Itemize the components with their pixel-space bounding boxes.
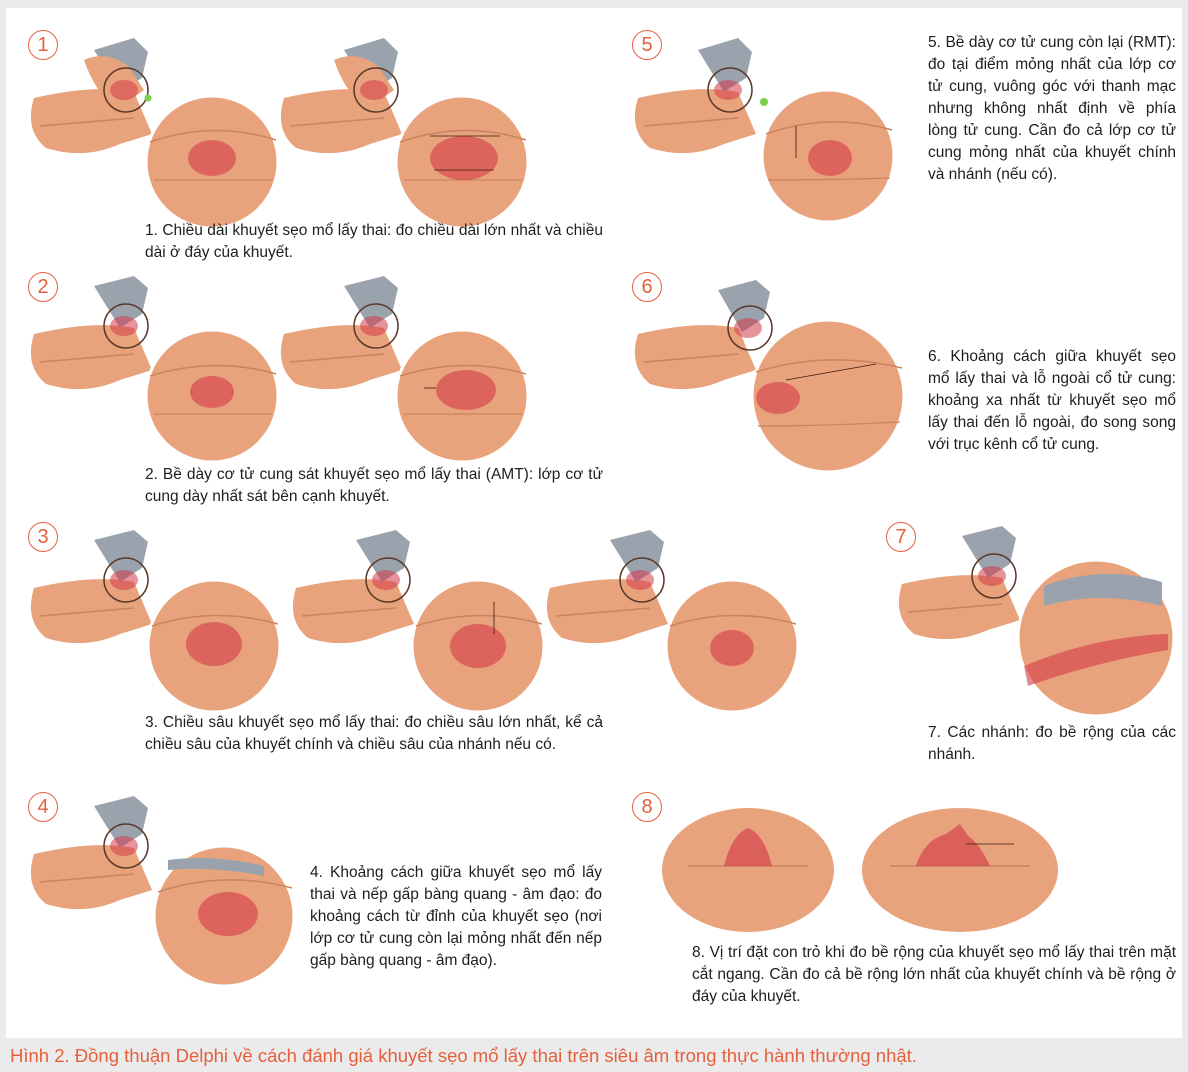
panel-1-description: 1. Chiều dài khuyết sẹo mổ lấy thai: đo … bbox=[145, 220, 603, 264]
panel-4-number: 4 bbox=[28, 792, 58, 822]
magnified-view bbox=[752, 320, 904, 472]
figure-caption: Hình 2. Đồng thuận Delphi về cách đánh g… bbox=[10, 1044, 1180, 1068]
magnified-view-b bbox=[396, 330, 528, 462]
uterus-illustration-b bbox=[293, 530, 414, 643]
panel-4-description: 4. Khoảng cách giữa khuyết sẹo mổ lấy th… bbox=[310, 862, 602, 972]
magnified-view-b bbox=[412, 580, 544, 712]
magnified-view-a bbox=[146, 330, 278, 462]
panel-7-illustration bbox=[892, 526, 1182, 716]
magnified-view bbox=[154, 846, 294, 986]
panel-6-illustration bbox=[628, 276, 898, 486]
panel-1-illustration bbox=[24, 30, 604, 226]
panel-8-number: 8 bbox=[632, 792, 662, 822]
panel-5-illustration bbox=[628, 30, 908, 226]
panel-6-description: 6. Khoảng cách giữa khuyết sẹo mổ lấy th… bbox=[928, 346, 1176, 456]
uterus-illustration bbox=[899, 526, 1020, 639]
transverse-view-b bbox=[862, 808, 1058, 932]
panel-2-description: 2. Bề dày cơ tử cung sát khuyết sẹo mổ l… bbox=[145, 464, 603, 508]
panel-3-number: 3 bbox=[28, 522, 58, 552]
uterus-illustration-c bbox=[547, 530, 668, 643]
uterus-illustration-b bbox=[281, 38, 402, 153]
panel-3-illustration bbox=[24, 530, 814, 716]
magnified-view-a bbox=[146, 96, 278, 228]
panel-7-number: 7 bbox=[886, 522, 916, 552]
panel-8-description: 8. Vị trí đặt con trỏ khi đo bề rộng của… bbox=[692, 942, 1176, 1008]
transverse-view-a bbox=[662, 808, 834, 932]
panel-4-illustration bbox=[24, 796, 294, 996]
panel-3-description: 3. Chiều sâu khuyết sẹo mổ lấy thai: đo … bbox=[145, 712, 603, 756]
panel-1-number: 1 bbox=[28, 30, 58, 60]
magnified-view-b bbox=[396, 96, 528, 228]
magnified-view-a bbox=[148, 580, 280, 712]
magnified-view bbox=[762, 90, 894, 222]
panel-5-description: 5. Bề dày cơ tử cung còn lại (RMT): đo t… bbox=[928, 32, 1176, 186]
magnified-view-c bbox=[666, 580, 798, 712]
uterus-illustration-b bbox=[281, 276, 402, 389]
panel-8-illustration bbox=[660, 800, 1070, 940]
panel-5-number: 5 bbox=[632, 30, 662, 60]
panel-6-number: 6 bbox=[632, 272, 662, 302]
magnified-view bbox=[1018, 560, 1174, 716]
panel-2-illustration bbox=[24, 276, 604, 472]
panel-7-description: 7. Các nhánh: đo bề rộng của các nhánh. bbox=[928, 722, 1176, 766]
panel-2-number: 2 bbox=[28, 272, 58, 302]
